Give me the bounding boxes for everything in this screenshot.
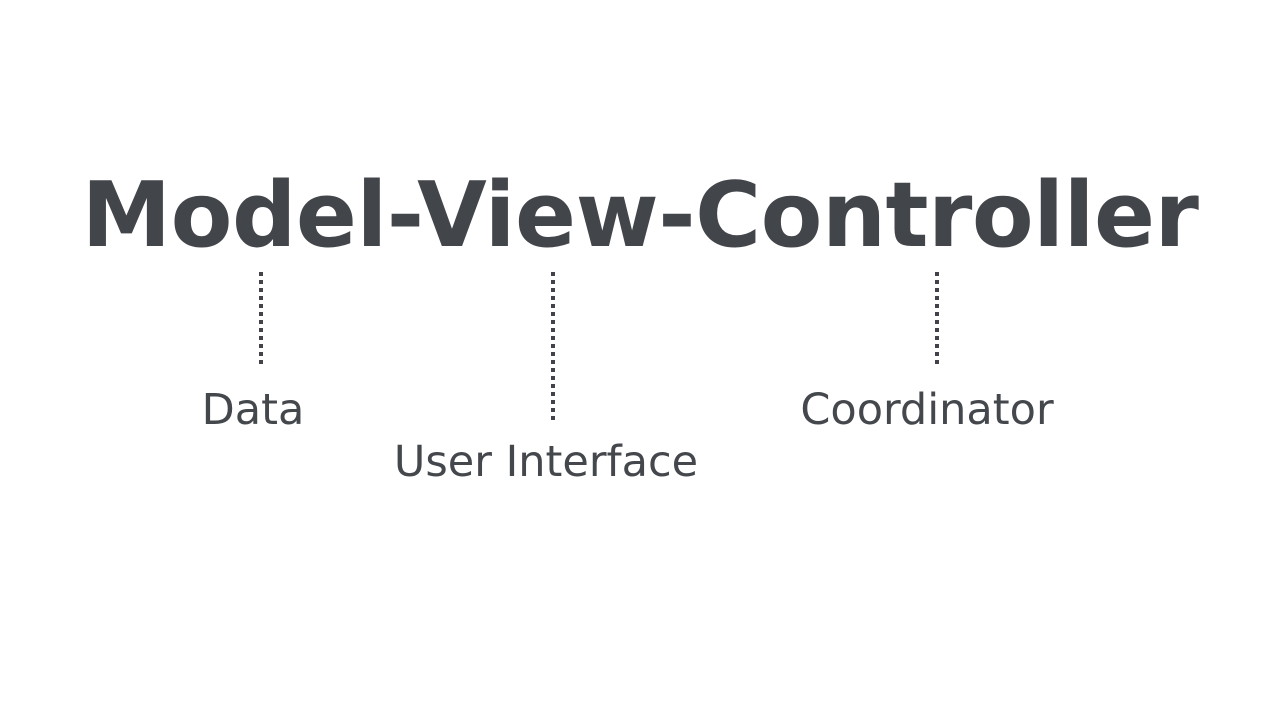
label-view-user-interface: User Interface bbox=[393, 437, 699, 487]
leader-line-controller bbox=[935, 272, 939, 366]
label-model-data: Data bbox=[201, 385, 305, 435]
page-title: Model-View-Controller bbox=[81, 163, 1199, 268]
label-controller-coordinator: Coordinator bbox=[800, 385, 1054, 435]
leader-line-model bbox=[259, 272, 263, 366]
leader-line-view bbox=[551, 272, 555, 420]
